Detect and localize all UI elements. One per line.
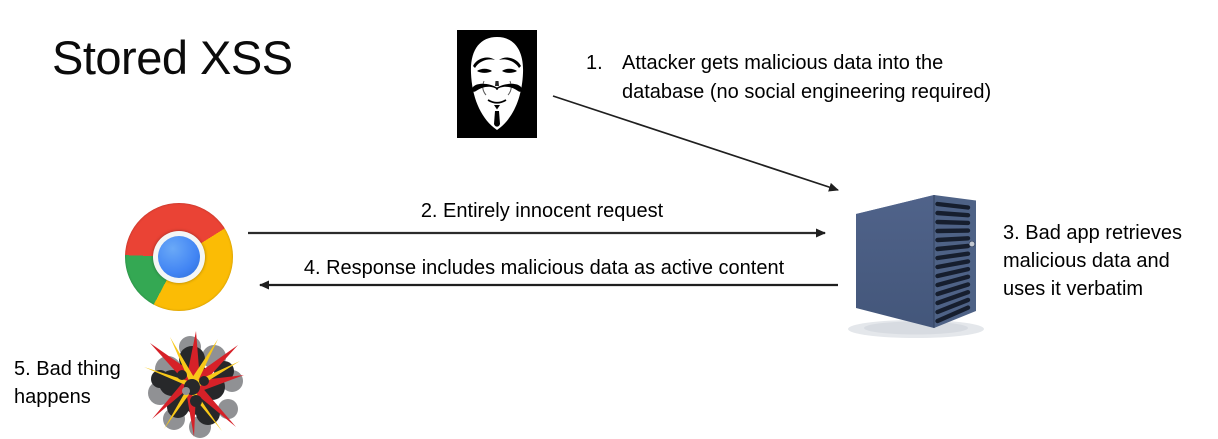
guy-fawkes-mask-icon bbox=[457, 30, 537, 138]
arrow-attacker-to-server bbox=[552, 95, 839, 192]
page-title: Stored XSS bbox=[52, 31, 293, 84]
step1-label: Attacker gets malicious data into the da… bbox=[622, 52, 992, 103]
chrome-hub bbox=[158, 236, 200, 278]
request-arrow-label: 2. Entirely innocent request bbox=[420, 200, 664, 222]
server-tower-icon bbox=[848, 195, 984, 338]
step5-label: 5. Bad thing happens bbox=[14, 358, 121, 408]
explosion-icon bbox=[144, 331, 244, 438]
step3-label: 3. Bad app retrieves malicious data and … bbox=[1003, 222, 1182, 300]
chrome-ring bbox=[153, 231, 205, 283]
response-arrow-label: 4. Response includes malicious data as a… bbox=[303, 257, 785, 279]
step1-number: 1. bbox=[586, 52, 603, 74]
chrome-browser-icon bbox=[125, 203, 233, 311]
step1-text: 1. Attacker gets malicious data into the… bbox=[586, 49, 1014, 107]
